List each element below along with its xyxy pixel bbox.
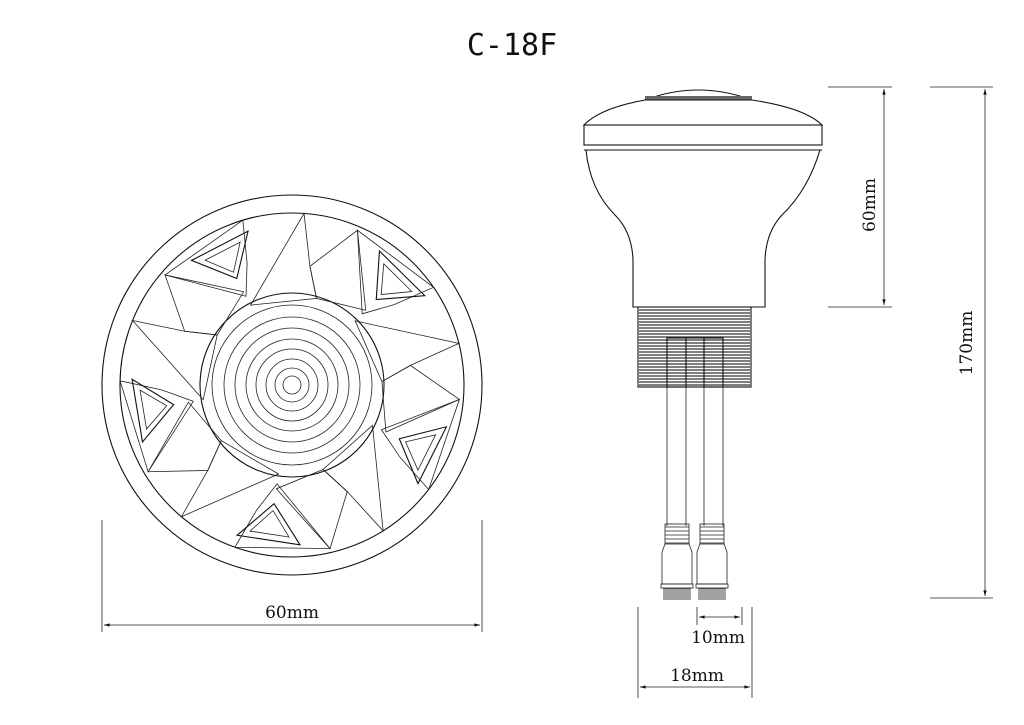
star-facet [356,229,435,315]
total-height-label: 170mm [957,311,977,376]
lens-ring [245,338,339,432]
connector-spacing-label: 10mm [691,628,745,648]
star-facet [147,401,222,473]
base-width-label: 18mm [670,666,724,686]
star-facet [234,483,331,550]
star-facet [380,398,461,491]
lens-ring [223,316,361,454]
lens-ring [282,375,302,395]
side-view [582,89,824,600]
head-height-label: 60mm [860,178,880,232]
head-height-dimension: 60mm [828,86,892,308]
inner-ring [119,212,465,558]
lens-concentric-rings [199,292,385,478]
triangle-notch [235,502,302,546]
total-height-dimension: 170mm [930,86,993,599]
triangle-notch-inner [405,434,437,472]
front-diameter-label: 60mm [265,603,319,623]
star-facet [180,440,280,518]
base-width-dimension: 18mm [637,607,753,698]
lens-ring [234,327,350,443]
triangle-notch [131,378,175,444]
connector-body [696,543,728,585]
connector-spacing-dimension: 10mm [691,607,745,648]
triangle-notch-inner [139,389,168,430]
cables [666,387,724,526]
lens-ring [255,348,329,422]
front-diameter-dimension: 60mm [101,520,483,632]
lens-ring [274,367,310,403]
connector-collar [660,583,694,589]
triangle-notch [375,249,426,301]
triangle-notch-inner [204,241,241,273]
triangle-notch-inner [380,262,413,296]
connectors [660,523,729,600]
star-facet [249,212,317,306]
star-pattern [119,212,461,550]
triangle-notch-inner [249,509,290,538]
triangle-notch [398,425,448,485]
head-cap [582,99,824,126]
housing-body [585,149,821,308]
star-facet [119,380,194,473]
drawing-title: C-18F [467,28,557,63]
connector-body [661,543,693,585]
outer-ring [101,194,483,576]
star-facet [309,229,367,311]
front-view [101,194,483,576]
triangle-notch [190,230,249,280]
star-facet [381,364,461,433]
lens-ring [199,292,385,478]
star-facet [164,274,245,336]
thread-lines [639,309,750,386]
thread-section [637,306,752,388]
lens-ring [265,358,319,412]
connector-grip [664,523,690,545]
star-facet [164,219,248,297]
connector-collar [695,583,729,589]
connector-grip [699,523,725,545]
lens-ring [211,304,373,466]
